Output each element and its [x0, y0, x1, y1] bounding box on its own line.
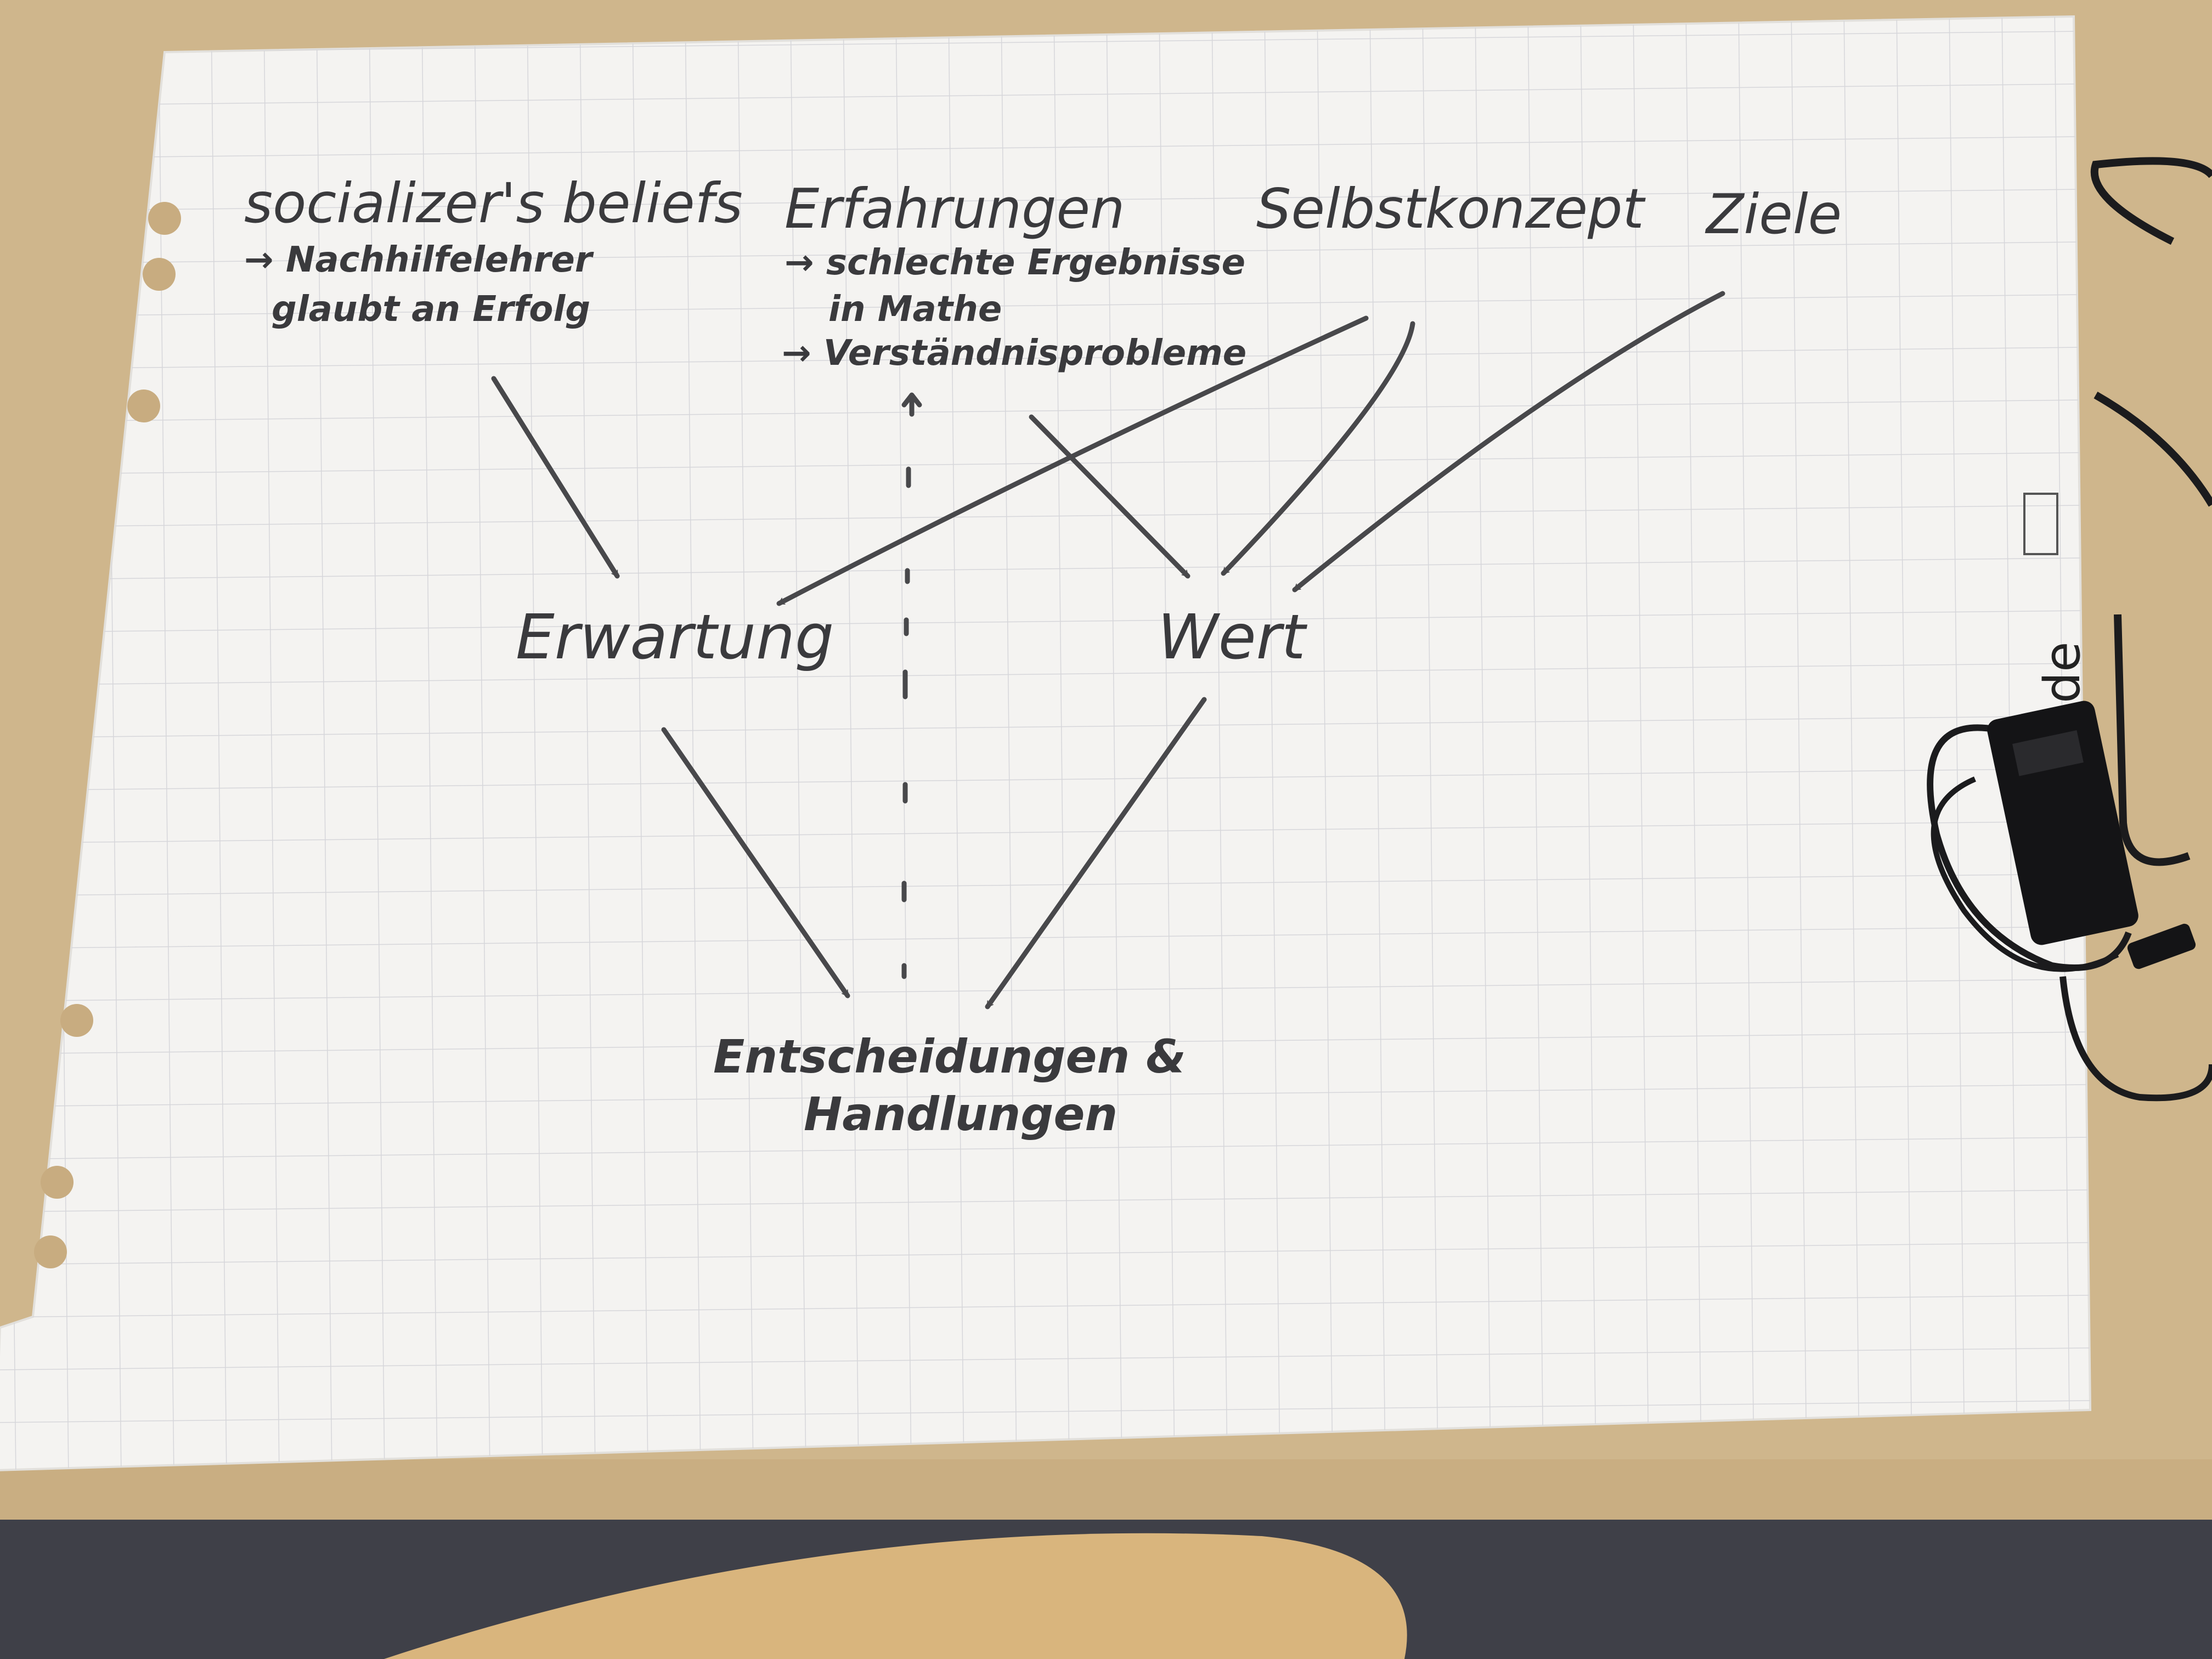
paper-logo-mark: [2023, 493, 2058, 555]
node-heading: Selbstkonzept: [1256, 177, 1646, 241]
node-detail: in Mathe: [828, 289, 1002, 330]
node-heading: Ziele: [1705, 182, 1842, 246]
edge-erwartung-to-entscheidungen: [661, 727, 850, 998]
edge-selbstkonzept-to-wert: [1221, 321, 1415, 576]
punch-hole: [41, 1166, 74, 1199]
node-detail: → Nachhilfelehrer: [244, 240, 594, 280]
diagram: socializer's beliefs → Nachhilfelehrer g…: [244, 171, 1842, 1141]
power-adapter: [1927, 157, 2212, 1102]
edge-selbstkonzept-to-erwartung: [776, 315, 1369, 606]
edge-erfahrungen-to-wert: [1029, 414, 1190, 579]
edge-wert-to-entscheidungen: [985, 697, 1207, 1009]
chair-seat: [384, 1533, 1407, 1659]
node-erfahrungen: Erfahrungen → schlechte Ergebnisse in Ma…: [782, 177, 1246, 374]
node-detail: → schlechte Ergebnisse: [785, 242, 1245, 283]
edge-ziele-to-wert: [1292, 291, 1725, 592]
punch-hole: [148, 202, 181, 235]
edge-beliefs-to-erwartung: [491, 376, 620, 579]
punch-hole: [60, 1004, 93, 1037]
node-socializers-beliefs: socializer's beliefs → Nachhilfelehrer g…: [244, 171, 743, 330]
node-heading: Handlungen: [804, 1087, 1118, 1141]
desk-edge: [0, 1459, 2212, 1520]
node-ziele: Ziele: [1705, 182, 1842, 246]
node-selbstkonzept: Selbstkonzept: [1256, 177, 1646, 241]
node-wert: Wert: [1158, 602, 1308, 673]
node-erwartung: Erwartung: [516, 602, 834, 673]
punch-hole: [127, 390, 160, 422]
node-detail: glaubt an Erfolg: [272, 289, 590, 330]
punch-hole: [143, 258, 176, 291]
node-heading: Erfahrungen: [785, 177, 1125, 241]
node-entscheidungen-handlungen: Entscheidungen & Handlungen: [713, 1030, 1186, 1141]
node-heading: socializer's beliefs: [244, 171, 743, 235]
edge-entscheidungen-to-erfahrungen-dashed: [901, 392, 922, 979]
node-detail: → Verständnisprobleme: [782, 333, 1246, 374]
node-heading: Entscheidungen &: [713, 1030, 1186, 1084]
punch-hole: [34, 1235, 67, 1268]
